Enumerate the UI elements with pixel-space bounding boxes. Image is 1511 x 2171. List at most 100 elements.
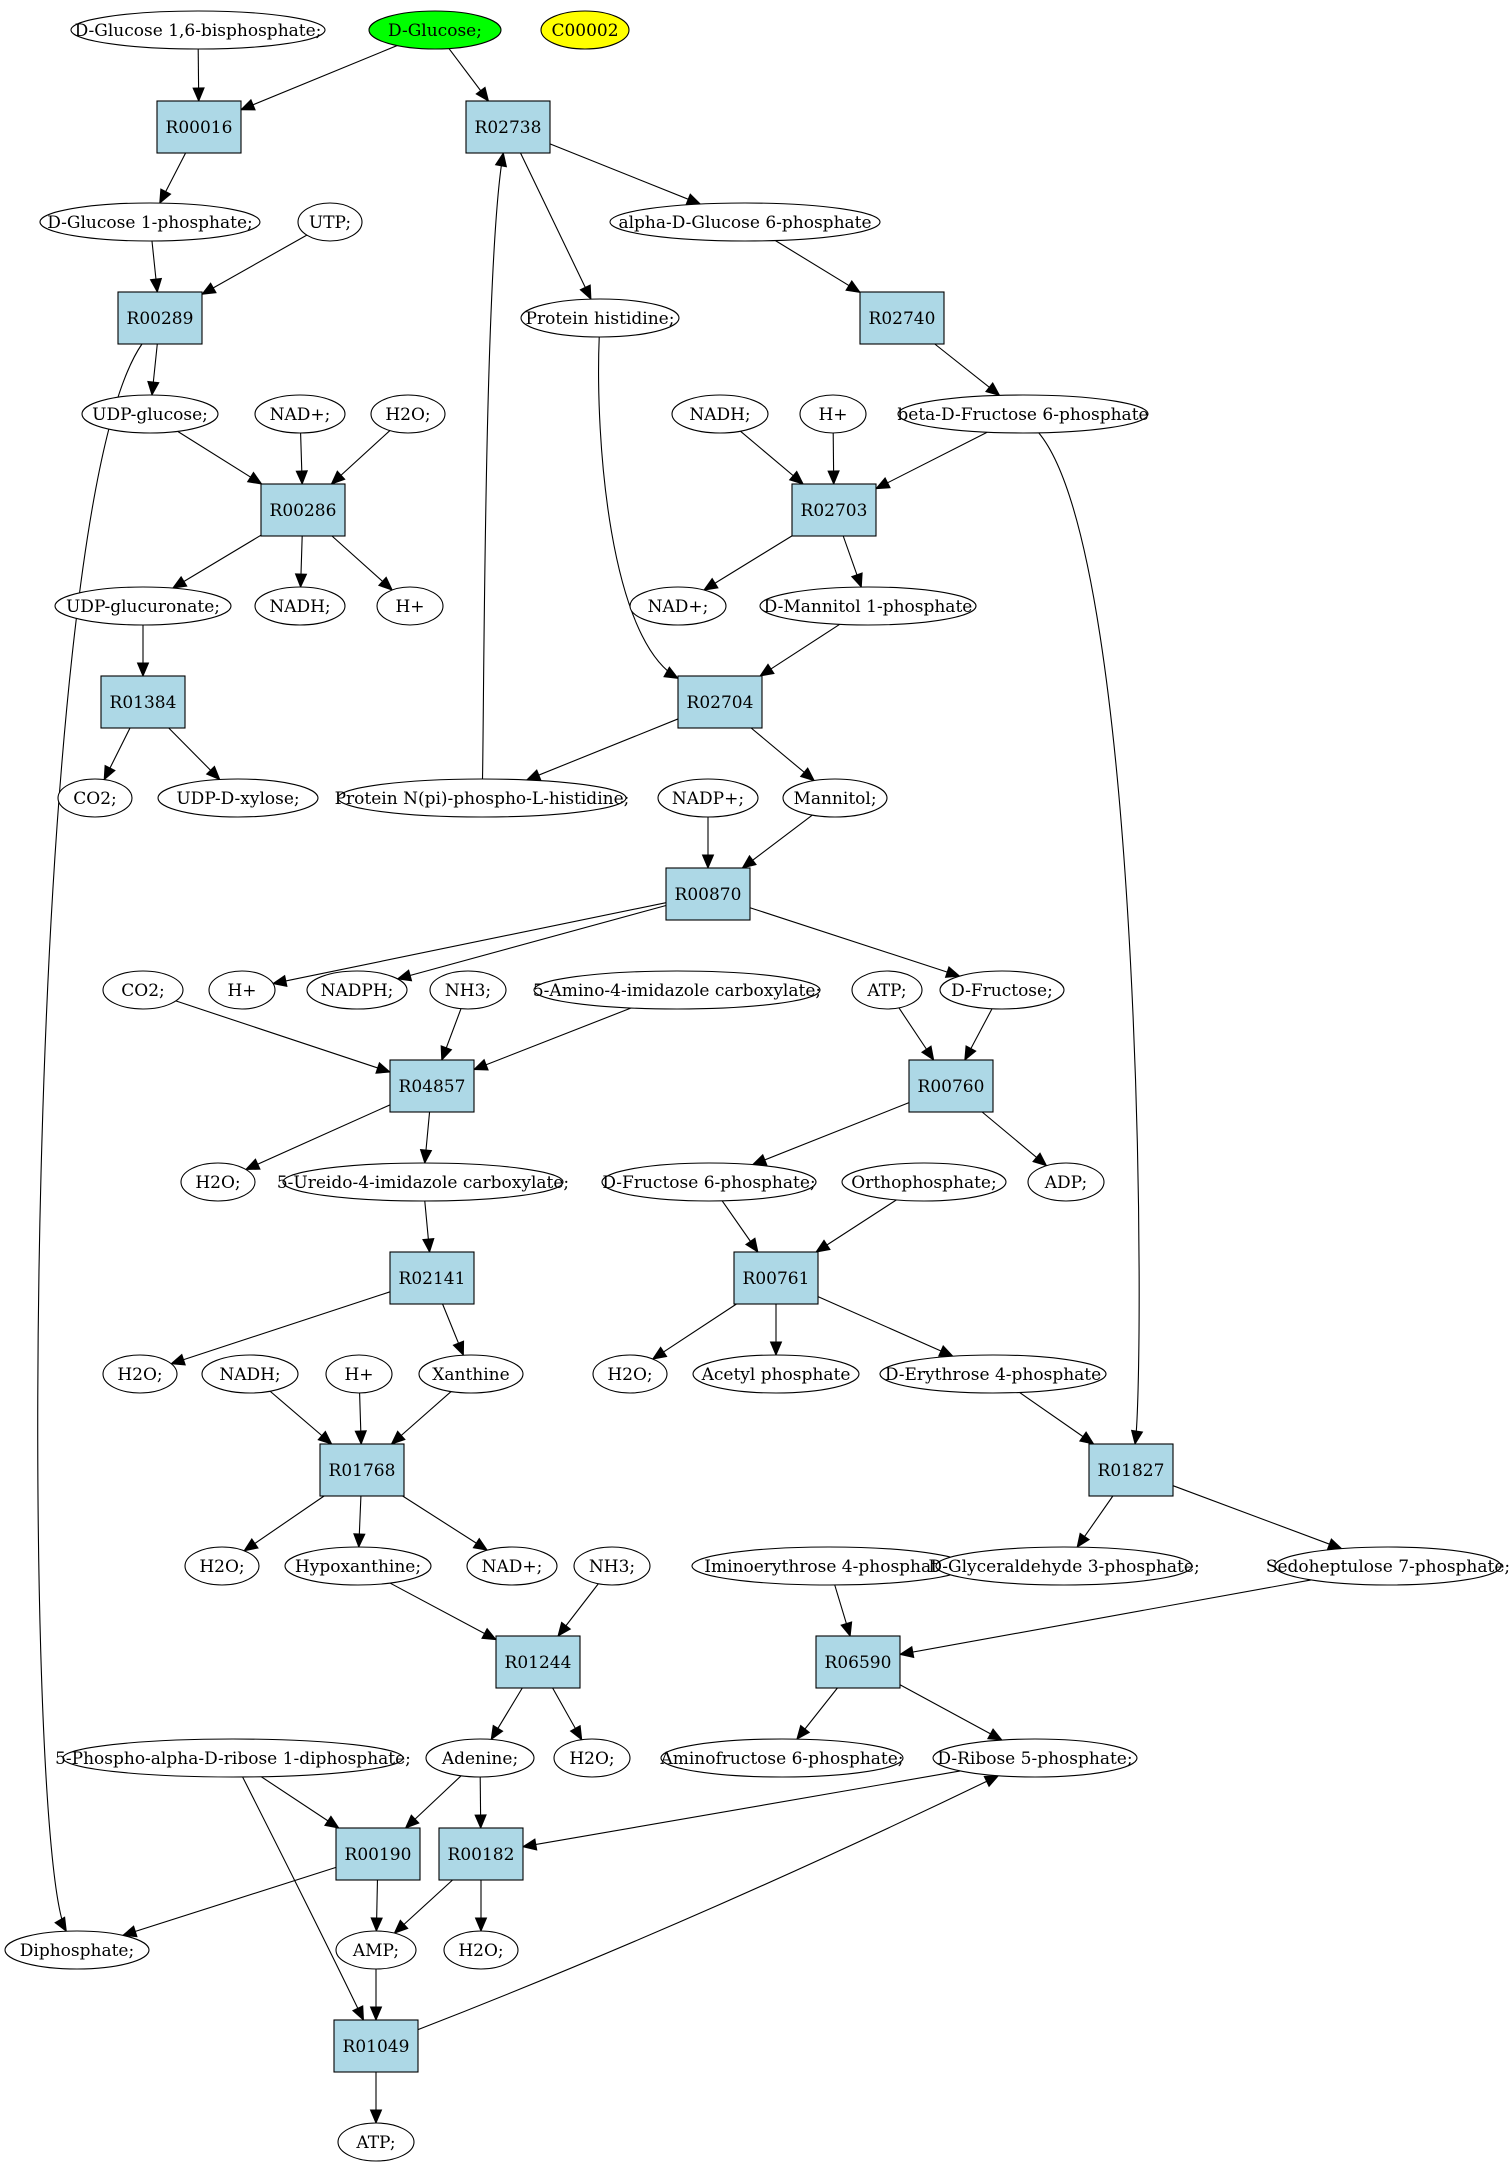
compound-ellipse [1027,1162,1105,1202]
edge-arrowhead [985,382,1001,397]
compound-ellipse [418,1354,524,1394]
edge-line [817,1296,954,1357]
compound-ellipse [540,10,630,50]
edge-arrowhead [472,1537,489,1551]
compound-label: D-Erythrose 4-phosphate [885,1365,1101,1385]
compound-label: Iminoerythrose 4-phosphate; [704,1557,954,1577]
compound-label: H2O; [458,1941,503,1961]
reaction-node: R00760 [908,1059,994,1113]
compound-ellipse [306,970,408,1010]
compound-node: CO2; [57,778,133,818]
compound-node: UTP; [297,202,363,242]
compound-node: NH3; [573,1546,651,1586]
edge-arrowhead [964,1045,977,1062]
compound-ellipse [325,1354,393,1394]
compound-label: H+ [395,597,424,617]
edge-arrowhead [799,767,816,782]
compound-node: D-Fructose 6-phosphate; [601,1162,817,1202]
reaction-box [908,1059,994,1113]
compound-label: C00002 [551,21,618,41]
edge-line [934,343,1000,396]
compound-label: NADH; [689,405,750,425]
reaction-node: R00286 [260,483,346,537]
edges-layer [37,45,1343,2125]
edge-arrowhead [149,277,163,294]
edge-line [520,152,592,300]
compound-label: H2O; [607,1365,652,1385]
compound-label: Aminofructose 6-phosphate; [659,1749,903,1769]
compound-node: NADH; [201,1354,299,1394]
edge-arrowhead [205,765,221,781]
edge-arrowhead [295,470,309,486]
compound-node: 5-Phospho-alpha-D-ribose 1-diphosphate; [55,1738,411,1778]
reaction-node: R01244 [495,1635,581,1689]
edge-arrowhead [422,1237,435,1254]
compound-node: alpha-D-Glucose 6-phosphate [609,202,881,242]
edge-line [742,814,813,869]
compound-ellipse [879,1354,1107,1394]
compound-label: Orthophosphate; [851,1173,996,1193]
compound-label: NAD+; [482,1557,543,1577]
compound-ellipse [284,1546,432,1586]
compound-ellipse [443,1930,519,1970]
nodes-layer: D-Glucose 1,6-bisphosphate; D-Glucose; C00… [4,10,1510,2162]
compound-ellipse [254,394,346,434]
compound-node: CO2; [102,970,184,1010]
compound-node: UDP-glucuronate; [54,586,232,626]
compound-ellipse [337,2122,415,2162]
reaction-box [100,675,186,729]
compound-ellipse [533,970,821,1010]
edge-arrowhead [369,2109,383,2125]
edge-arrowhead [651,1346,668,1360]
compound-ellipse [939,970,1065,1010]
edge-line [752,1102,910,1166]
compound-label: NADH; [219,1365,280,1385]
edge-arrowhead [557,1621,572,1638]
compound-node: Mannitol; [782,778,888,818]
edge-line [703,535,793,591]
edge-arrowhead [390,1430,406,1445]
compound-node: H2O; [370,394,446,434]
compound-label: H2O; [195,1173,240,1193]
compound-label: Acetyl phosphate [701,1365,851,1385]
compound-label: D-Glucose; [388,21,482,41]
edge-line [473,1007,632,1071]
compound-ellipse [54,586,232,626]
reaction-box [319,1443,405,1497]
edge-arrowhead [246,471,263,485]
edge-arrowhead [898,1645,915,1659]
compound-node: Xanthine [418,1354,524,1394]
compound-node: D-Mannitol 1-phosphate [759,586,977,626]
edge-arrowhead [324,1815,340,1829]
reaction-label: R01827 [1098,1461,1165,1481]
reaction-box [335,1827,421,1881]
edge-arrowhead [490,1724,504,1741]
reaction-box [859,291,945,345]
reaction-node: R00016 [156,100,242,154]
compound-label: UDP-glucuronate; [66,597,220,617]
edge-line [740,430,804,485]
edge-arrowhead [579,284,592,301]
edge-line [652,1303,737,1360]
edge-arrowhead [136,662,150,678]
edge-arrowhead [751,1153,768,1166]
edge-arrowhead [472,1058,489,1071]
edge-arrowhead [685,193,702,205]
edge-arrowhead [850,572,863,589]
compound-label: UDP-glucose; [92,405,208,425]
compound-label: D-Ribose 5-phosphate; [937,1749,1132,1769]
edge-line [1172,1485,1342,1550]
compound-label: D-Glucose 1,6-bisphosphate; [75,21,322,41]
reaction-box [333,2019,419,2073]
compound-label: CO2; [73,789,117,809]
compound-label: NADH; [269,597,330,617]
edge-arrowhead [663,666,680,679]
compound-ellipse [425,1738,535,1778]
compound-ellipse [520,298,680,338]
edge-arrowhead [525,769,542,781]
edge-arrowhead [474,1917,488,1933]
compound-node: D-Glyceraldehyde 3-phosphate; [928,1546,1200,1586]
compound-label: D-Glyceraldehyde 3-phosphate; [928,1557,1199,1577]
compound-node: NADH; [671,394,769,434]
compound-node: C00002 [540,10,630,50]
